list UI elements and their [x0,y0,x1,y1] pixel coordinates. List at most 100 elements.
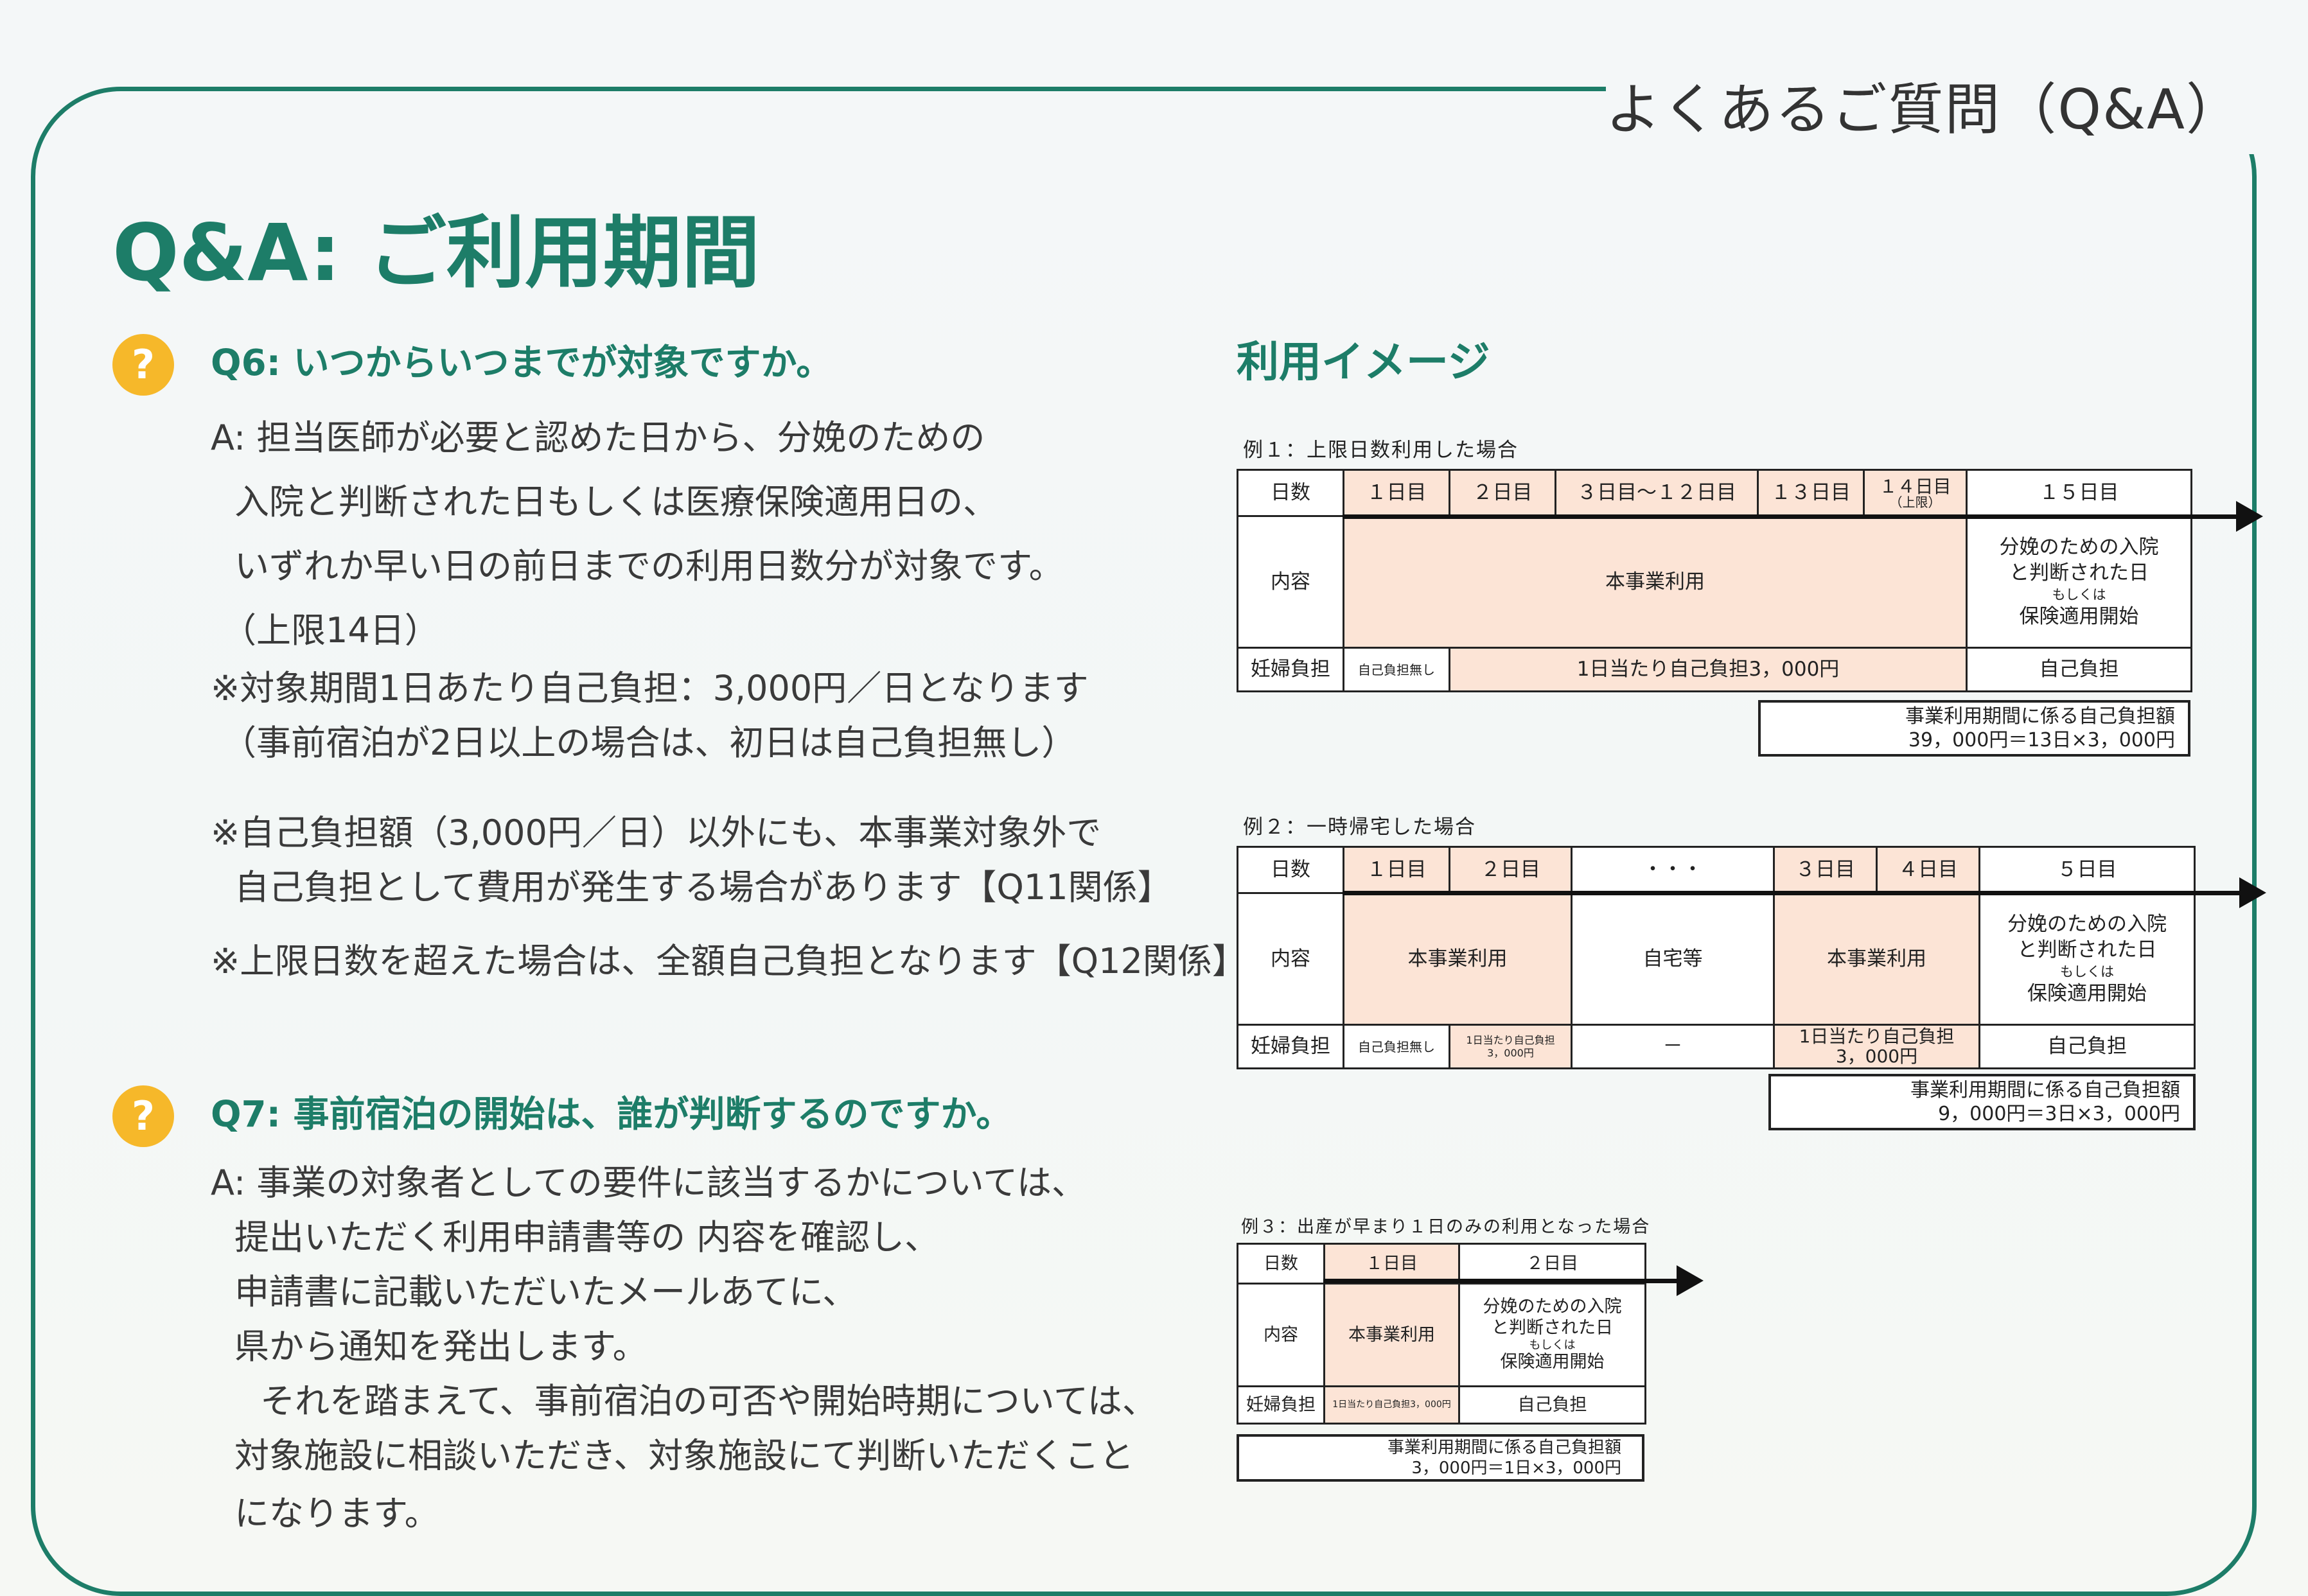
total-label: 事業利用期間に係る自己負担額 [1910,1079,2180,1101]
admission-line-2: と判断された日 [1492,1317,1613,1338]
day-13: １３日目 [1757,469,1865,517]
q6-note-3: ※上限日数を超えた場合は、全額自己負担となります【Q12関係】 [211,941,1247,981]
content-frame [31,87,2257,1596]
question-mark-icon: ? [112,1085,174,1147]
row-header-content: 内容 [1237,892,1344,1026]
total-value: 3，000円＝1日×3，000円 [1411,1458,1621,1478]
admission-line-4: 保険適用開始 [1500,1352,1605,1372]
q6-note-2-sub: 自己負担として費用が発生する場合があります【Q11関係】 [234,867,1172,908]
content-program-use: 本事業利用 [1773,892,1980,1026]
example-2-table: 日数 １日目 ２日目 ・・・ ３日目 ４日目 ５日目 内容 本事業利用 自宅等 … [1237,846,2196,1069]
q7-answer-line-5: それを踏まえて、事前宿泊の可否や開始時期については、 [260,1381,1157,1421]
header-title: よくあるご質問（Q&A） [1605,78,2242,142]
example-3-label: 例３：出産が早まり１日のみの利用となった場合 [1241,1217,1651,1237]
q6-note-1: ※対象期間1日あたり自己負担：3,000円／日となります [211,668,1089,708]
row-header-content: 内容 [1237,1283,1325,1387]
row-header-burden: 妊婦負担 [1237,1385,1325,1425]
content-hospital-admission: 分娩のための入院 と判断された日 もしくは 保険適用開始 [1978,892,2196,1026]
q6-answer-line-2: 入院と判断された日もしくは医療保険適用日の、 [234,482,998,522]
day-14-note: （上限） [1889,494,1941,510]
q7-answer-line-6: 対象施設に相談いただき、対象施設にて判断いただくこと [234,1435,1134,1476]
q6-question: Q6: いつからいつまでが対象ですか。 [211,342,832,384]
example-3-total: 事業利用期間に係る自己負担額 3，000円＝1日×3，000円 [1237,1434,1644,1482]
timeline-arrow [1323,1265,1704,1296]
q7-question: Q7: 事前宿泊の開始は、誰が判断するのですか。 [211,1094,1012,1136]
example-2-total: 事業利用期間に係る自己負担額 9，000円＝3日×3，000円 [1768,1074,2196,1130]
frame-gap [1606,64,2308,154]
burden-daily-line-1: 1日当たり自己負担 [1466,1033,1555,1046]
burden-self: 自己負担 [1978,1024,2196,1069]
row-header-burden: 妊婦負担 [1237,1024,1344,1069]
content-hospital-admission: 分娩のための入院 と判断された日 もしくは 保険適用開始 [1458,1283,1646,1387]
content-program-use: 本事業利用 [1343,515,1968,649]
days-omitted: ・・・ [1571,846,1775,894]
burden-self: 自己負担 [1458,1385,1646,1425]
example-1-total: 事業利用期間に係る自己負担額 39，000円＝13日×3，000円 [1758,700,2190,757]
q7-answer-line-4: 県から通知を発出します。 [234,1326,647,1367]
day-2: ２日目 [1458,1243,1646,1285]
q7-answer-line-3: 申請書に記載いただいたメールあてに、 [234,1272,858,1312]
day-15: １５日目 [1966,469,2192,517]
total-value: 39，000円＝13日×3，000円 [1908,728,2175,751]
admission-line-2: と判断された日 [2017,938,2157,962]
burden-self: 自己負担 [1966,647,2192,692]
burden-daily: 1日当たり自己負担 3，000円 [1449,1024,1572,1069]
burden-daily: 1日当たり自己負担 3，000円 [1773,1024,1980,1069]
burden-daily-line-2: 3，000円 [1487,1046,1534,1059]
burden-daily: 1日当たり自己負担3，000円 [1323,1385,1460,1425]
day-5: ５日目 [1978,846,2196,894]
q7-answer-line-1: A: 事業の対象者としての要件に該当するかについては、 [211,1162,1087,1203]
content-home: 自宅等 [1571,892,1775,1026]
q6-answer-line-1: A: 担当医師が必要と認めた日から、分娩のための [211,417,985,458]
burden-home: － [1571,1024,1775,1069]
burden-none: 自己負担無し [1343,1024,1450,1069]
q6-answer-line-4: （上限14日） [222,610,439,651]
burden-daily-line-1: 1日当たり自己負担 [1799,1025,1955,1047]
day-2: ２日目 [1449,469,1556,517]
admission-line-3: もしくは [1529,1338,1576,1352]
q6-answer-line-3: いずれか早い日の前日までの利用日数分が対象です。 [234,546,1064,586]
page-title: Q&A: ご利用期間 [112,207,761,299]
burden-daily: 1日当たり自己負担3，000円 [1449,647,1968,692]
timeline-arrow [1343,501,2263,532]
burden-daily-line-2: 3，000円 [1835,1045,1918,1067]
q6-note-1-sub: （事前宿泊が2日以上の場合は、初日は自己負担無し） [222,723,1077,763]
example-2-label: 例２：一時帰宅した場合 [1243,816,1476,839]
day-14: １４日目 （上限） [1863,469,1968,517]
day-1: １日目 [1323,1243,1460,1285]
row-header-days: 日数 [1237,469,1344,517]
content-program-use: 本事業利用 [1343,892,1572,1026]
day-1: １日目 [1343,469,1450,517]
q7-answer-line-7: になります。 [234,1493,439,1534]
day-3: ３日目 [1773,846,1878,894]
usage-title: 利用イメージ [1237,337,1490,387]
admission-line-2: と判断された日 [2009,561,2149,585]
total-label: 事業利用期間に係る自己負担額 [1387,1438,1621,1457]
admission-line-4: 保険適用開始 [2027,981,2147,1005]
example-1-label: 例１：上限日数利用した場合 [1243,439,1519,462]
admission-line-3: もしくは [2052,586,2106,602]
q6-note-2: ※自己負担額（3,000円／日）以外にも、本事業対象外で [211,812,1102,853]
content-hospital-admission: 分娩のための入院 と判断された日 もしくは 保険適用開始 [1966,515,2192,649]
admission-line-1: 分娩のための入院 [1483,1297,1622,1317]
question-mark-icon: ? [112,334,174,396]
row-header-days: 日数 [1237,846,1344,894]
admission-line-1: 分娩のための入院 [2007,912,2167,936]
day-3-12: ３日目～１２日目 [1555,469,1759,517]
admission-line-3: もしくは [2060,963,2114,979]
total-value: 9，000円＝3日×3，000円 [1938,1102,2180,1125]
timeline-arrow [1343,877,2266,908]
row-header-content: 内容 [1237,515,1344,649]
total-label: 事業利用期間に係る自己負担額 [1905,705,2175,728]
day-1: １日目 [1343,846,1450,894]
day-4: ４日目 [1876,846,1980,894]
day-14-label: １４日目 [1879,475,1951,497]
example-1-table: 日数 １日目 ２日目 ３日目～１２日目 １３日目 １４日目 （上限） １５日目 … [1237,469,2192,692]
content-program-use: 本事業利用 [1323,1283,1460,1387]
admission-line-4: 保険適用開始 [2019,604,2139,628]
row-header-burden: 妊婦負担 [1237,647,1344,692]
admission-line-1: 分娩のための入院 [1999,535,2159,559]
burden-none: 自己負担無し [1343,647,1450,692]
example-3-table: 日数 １日目 ２日目 内容 本事業利用 分娩のための入院 と判断された日 もしく… [1237,1243,1646,1425]
day-2: ２日目 [1449,846,1572,894]
